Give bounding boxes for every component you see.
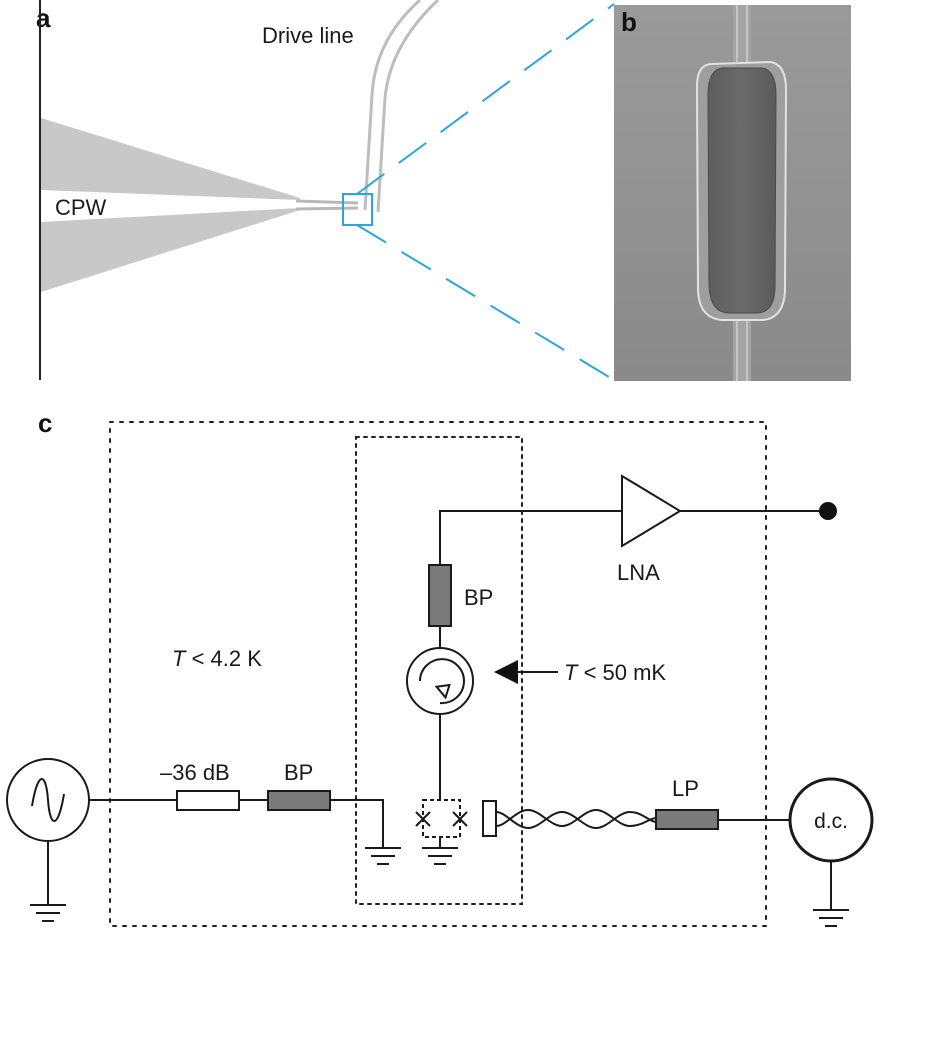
panel-b: b <box>614 5 851 381</box>
output-line <box>439 510 622 565</box>
temp-arrow-head <box>494 660 518 684</box>
lowpass-filter <box>655 809 719 830</box>
cpw-label: CPW <box>55 195 107 220</box>
zoom-line-top <box>356 3 615 195</box>
cpw-center-trace-lower <box>295 206 359 211</box>
panel-c-letter: c <box>38 408 52 438</box>
drive-wire <box>330 799 384 848</box>
twisted-pair <box>495 808 657 830</box>
bp-top-label: BP <box>464 585 493 610</box>
ground-icon <box>813 909 849 927</box>
lna-label: LNA <box>617 560 660 585</box>
amplifier-triangle-icon <box>621 474 682 548</box>
enclosure-50mk <box>355 436 523 905</box>
ac-source-icon <box>6 758 90 842</box>
cpw-upper-conductor <box>41 118 300 200</box>
temp-outer-label: T < 4.2 K <box>172 646 262 671</box>
bp-left-label: BP <box>284 760 313 785</box>
circulator-icon <box>406 647 474 715</box>
temp-inner-label: T < 50 mK <box>564 660 666 685</box>
ground-icon <box>365 847 401 865</box>
ground-icon <box>422 847 458 865</box>
sem-top-lead <box>733 5 751 65</box>
output-terminal <box>819 502 837 520</box>
zoom-line-bottom <box>356 224 615 381</box>
bandpass-filter-output <box>428 564 452 627</box>
panel-a-letter: a <box>36 3 51 33</box>
sem-island <box>707 67 777 314</box>
dc-label: d.c. <box>814 810 848 833</box>
flux-coil <box>482 800 497 837</box>
drive-line-label: Drive line <box>262 23 354 48</box>
dc-source-icon: d.c. <box>788 777 874 863</box>
attenuator <box>176 790 240 811</box>
panel-a: a CPW Drive line <box>36 0 615 381</box>
squid-icon <box>415 799 468 838</box>
ground-icon <box>30 904 66 922</box>
cpw-lower-conductor <box>41 208 300 292</box>
drive-line-trace-inner <box>363 0 421 211</box>
drive-line-trace-outer <box>376 0 440 213</box>
bandpass-filter-input <box>267 790 331 811</box>
lp-label: LP <box>672 776 699 801</box>
sem-bottom-lead <box>733 318 751 381</box>
cpw-center-trace <box>295 199 359 205</box>
panel-c: c LNA BP T < 50 mK T < 4.2 K <box>6 408 874 927</box>
panel-b-letter: b <box>621 7 637 37</box>
attenuator-label: –36 dB <box>160 760 230 785</box>
